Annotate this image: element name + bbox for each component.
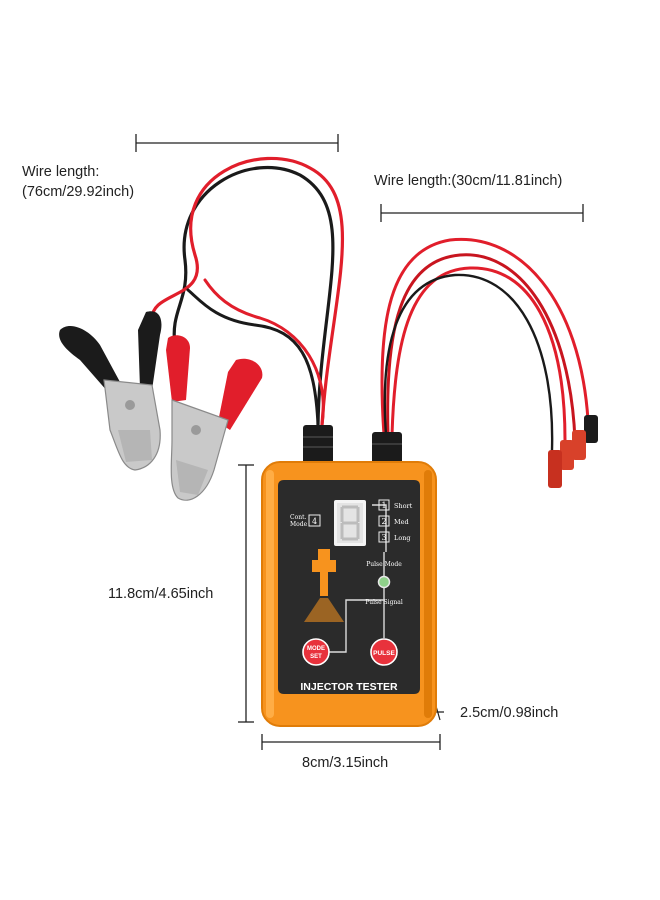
cont-mode-label-line2: Mode — [290, 521, 308, 528]
mode-boxes — [308, 499, 390, 543]
mode-2-label: Med — [394, 518, 409, 526]
injector-icon — [304, 549, 344, 622]
pulse-button[interactable] — [370, 638, 398, 666]
circuit-lines — [316, 504, 387, 653]
long-wire-label-line1: Wire length: — [22, 164, 100, 180]
mode-set-button-label-line1: MODE — [307, 646, 325, 652]
injector-connectors — [548, 415, 598, 488]
mode-1-label: Short — [394, 502, 413, 510]
red-clamp — [166, 335, 263, 501]
mode-3-num: 3 — [381, 533, 386, 542]
dimension-line-height — [238, 464, 254, 723]
mode-2-num: 2 — [381, 517, 386, 526]
mode-set-button[interactable] — [302, 638, 330, 666]
pulse-signal-label: Pulse Signal — [365, 599, 403, 606]
long-wire-pair — [150, 156, 344, 427]
device-title: INJECTOR TESTER — [300, 681, 398, 693]
long-wire-label-line2: (76cm/29.92inch) — [22, 184, 135, 200]
short-wire-bundle — [380, 237, 590, 452]
width-label: 8cm/3.15inch — [302, 755, 389, 771]
dimension-line-width — [261, 734, 441, 750]
strain-relief-left — [303, 425, 333, 465]
depth-label: 2.5cm/0.98inch — [460, 705, 559, 721]
short-wire-label: Wire length:(30cm/11.81inch) — [374, 173, 563, 189]
mode-set-button-label-line2: SET — [310, 654, 322, 660]
strain-relief-right — [372, 432, 402, 466]
digit-display — [334, 500, 366, 546]
mode-1-num: 1 — [381, 501, 386, 510]
mode-3-label: Long — [394, 534, 411, 542]
cont-mode-label-line1: Cont. — [290, 514, 306, 521]
pulse-signal-led — [377, 575, 391, 589]
dimension-line-long-wire — [135, 134, 339, 152]
black-clamp — [59, 311, 162, 471]
pulse-button-label: PULSE — [373, 650, 395, 657]
dimension-line-short-wire — [380, 204, 584, 222]
height-label: 11.8cm/4.65inch — [108, 586, 214, 602]
pulse-mode-label: Pulse Mode — [366, 561, 402, 568]
cont-mode-num: 4 — [312, 517, 317, 526]
